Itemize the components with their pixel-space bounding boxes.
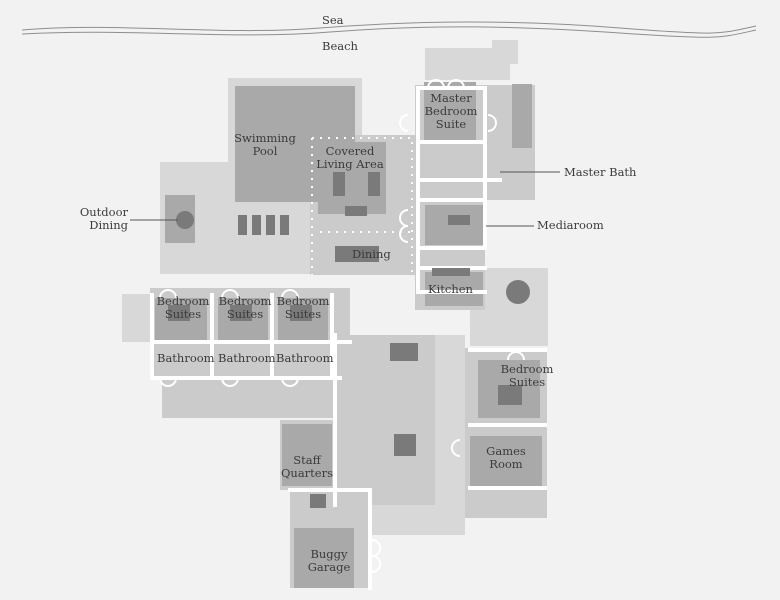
bathroom-label-1: Bathroom	[157, 351, 215, 365]
bathroom-label-2: Bathroom	[218, 351, 276, 365]
sofa	[368, 172, 380, 196]
sofa	[333, 172, 345, 196]
dining-label: Dining	[352, 247, 391, 261]
bathroom-label-3: Bathroom	[276, 351, 334, 365]
kitchen-label: Kitchen	[428, 282, 473, 296]
outdoor-umbrella-table	[506, 280, 530, 304]
sea-label: Sea	[322, 13, 344, 27]
bed	[290, 305, 312, 321]
mediaroom-label: Mediaroom	[537, 218, 604, 232]
callout-lines	[130, 171, 560, 227]
sunbed	[280, 215, 289, 235]
bed	[230, 305, 252, 321]
door-swings	[159, 79, 525, 573]
sea-shoreline	[21, 21, 757, 38]
beach-label: Beach	[322, 39, 358, 53]
bed	[498, 385, 522, 405]
dining-table	[335, 246, 379, 262]
glass-walls	[311, 137, 413, 275]
bed	[168, 305, 190, 321]
lounge-table	[390, 343, 418, 361]
staff-bed	[310, 494, 326, 508]
sofa	[345, 206, 367, 216]
sunbed	[266, 215, 275, 235]
sunbed	[252, 215, 261, 235]
walls	[150, 86, 547, 590]
media-sofa	[448, 215, 470, 225]
kitchen-counter	[432, 268, 470, 276]
master-bath-label: Master Bath	[564, 165, 637, 179]
outdoor-table	[176, 211, 194, 229]
sunbed	[238, 215, 247, 235]
courtyard-table	[394, 434, 416, 456]
furniture	[168, 172, 530, 508]
